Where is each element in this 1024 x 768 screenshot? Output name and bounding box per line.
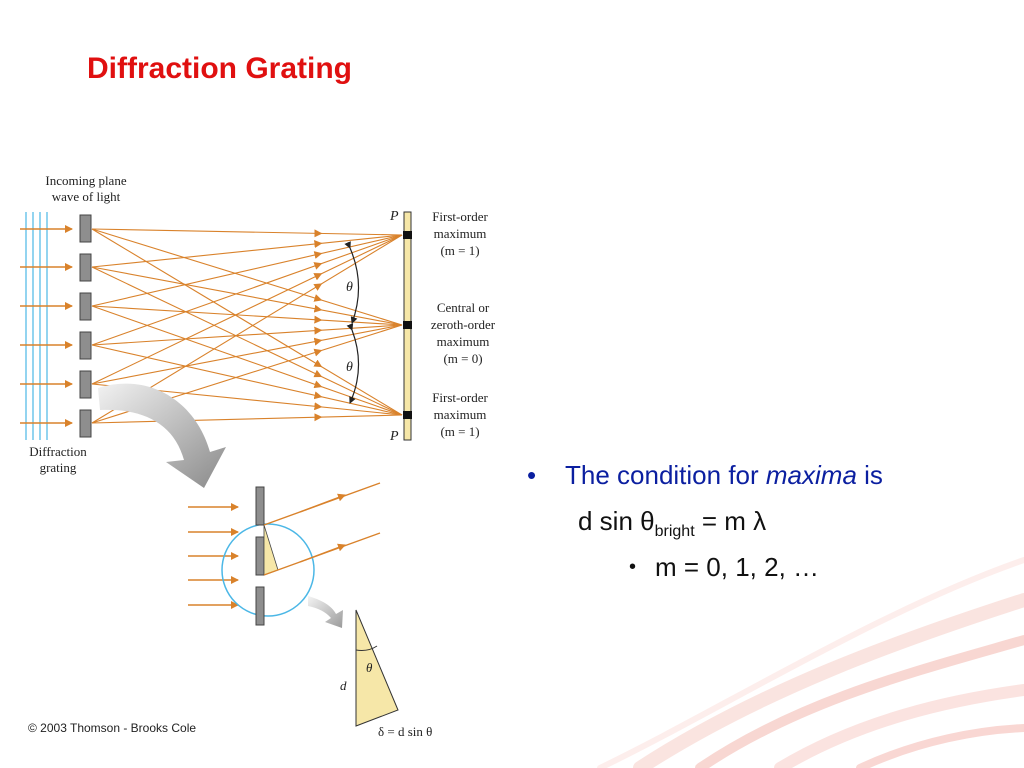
screen-label-p-bottom: P — [389, 429, 399, 444]
incoming-rays — [20, 225, 73, 427]
path-difference-triangle — [355, 609, 399, 727]
diffracted-ray-arrowhead — [313, 294, 323, 302]
grating-bars — [79, 214, 92, 438]
m-values-text: m = 0, 1, 2, … — [655, 552, 820, 582]
zoom-diffracted-rays — [263, 482, 381, 576]
bullet-condition-emphasis: maxima — [765, 460, 857, 490]
diffracted-ray-arrowhead — [313, 359, 323, 368]
first-order-bottom-label-3: (m = 1) — [440, 424, 479, 439]
diffracted-ray-arrowhead — [313, 369, 323, 378]
maximum-mark-bottom — [403, 411, 412, 419]
central-label-3: maximum — [437, 334, 490, 349]
grating-label-1: Diffraction — [29, 444, 87, 459]
copyright-notice: © 2003 Thomson - Brooks Cole — [28, 721, 197, 735]
bullet-m-values: • m = 0, 1, 2, … — [629, 552, 819, 583]
theta-label-top: θ — [346, 280, 353, 295]
diffracted-ray-arrowhead — [313, 262, 323, 270]
zoom-arrow-small — [308, 596, 343, 628]
equation-line: d sin θbright = m λ — [578, 506, 766, 541]
diffracted-ray-arrowhead — [313, 273, 323, 281]
diffracted-ray-arrowhead — [314, 402, 323, 411]
equation-main: d sin θ — [578, 506, 655, 536]
maximum-mark-central — [403, 321, 412, 329]
diffracted-ray-arrowhead — [313, 380, 323, 389]
diffracted-ray — [91, 266, 403, 326]
first-order-top-label-3: (m = 1) — [440, 243, 479, 258]
theta-label-bottom: θ — [346, 360, 353, 375]
theta-label-small: θ — [366, 660, 373, 675]
wavefront-lines — [25, 212, 48, 440]
diffracted-ray-arrowhead — [314, 240, 323, 249]
bullet-condition: • The condition for maxima is — [527, 460, 883, 491]
first-order-bottom-label-2: maximum — [434, 407, 487, 422]
spacing-label-d: d — [340, 678, 347, 693]
diffracted-ray-arrows — [313, 229, 323, 422]
first-order-bottom-label-1: First-order — [432, 390, 488, 405]
diffracted-ray — [91, 414, 403, 424]
bullet-condition-post: is — [856, 460, 883, 490]
diffracted-ray-arrowhead — [313, 251, 323, 259]
diffracted-ray-arrowhead — [313, 348, 323, 357]
diffracted-ray — [91, 228, 403, 236]
bullet-marker: • — [527, 460, 537, 490]
equation-subscript: bright — [654, 523, 695, 541]
central-label-1: Central or — [437, 300, 490, 315]
delta-equation-label: δ = d sin θ — [378, 724, 432, 739]
maximum-mark-top — [403, 231, 412, 239]
incoming-label-2: wave of light — [52, 189, 121, 204]
decorative-swirl — [597, 557, 1024, 768]
grating-label-2: grating — [40, 460, 77, 475]
zoom-grating-bars — [255, 486, 265, 626]
zoom-arrow-large — [98, 383, 226, 488]
angle-arc-small — [355, 645, 378, 651]
first-order-top-label-2: maximum — [434, 226, 487, 241]
zoom-path-triangle — [263, 524, 279, 576]
diffracted-ray — [91, 324, 403, 385]
sub-bullet-marker: • — [629, 556, 637, 578]
diffracted-ray-arrowhead — [313, 337, 323, 346]
diffracted-ray — [91, 234, 403, 307]
equation-rhs: = m λ — [694, 506, 767, 536]
diffracted-ray-arrowhead — [313, 283, 323, 291]
bullet-condition-pre: The condition for — [565, 460, 766, 490]
diffracted-ray — [91, 234, 403, 268]
screen-label-p-top: P — [389, 209, 399, 224]
diffracted-ray-arrowhead — [313, 391, 323, 400]
diffracted-ray-arrowhead — [313, 304, 323, 313]
zoom-incoming-rays — [188, 503, 239, 609]
first-order-top-label-1: First-order — [432, 209, 488, 224]
incoming-label-1: Incoming plane — [45, 173, 126, 188]
central-label-2: zeroth-order — [431, 317, 496, 332]
central-label-4: (m = 0) — [443, 351, 482, 366]
angle-arc-bottom — [346, 323, 360, 404]
angle-arc-top — [344, 241, 360, 324]
slide-title: Diffraction Grating — [87, 52, 353, 85]
